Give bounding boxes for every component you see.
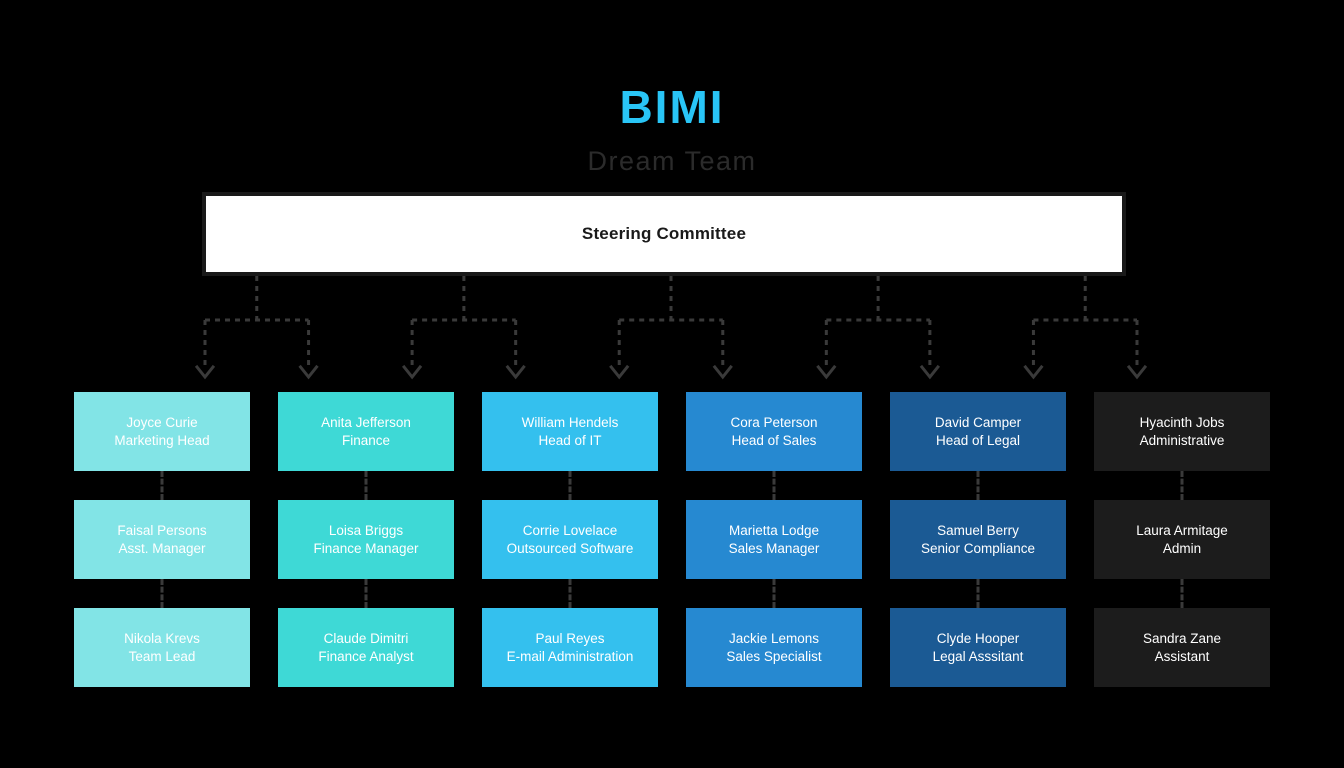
- connector-arrowhead: [298, 364, 319, 380]
- org-node-role: E-mail Administration: [506, 648, 634, 664]
- org-node-name: William Hendels: [521, 415, 619, 431]
- org-node-name: Sandra Zane: [1142, 631, 1222, 647]
- org-node-role: Head of IT: [538, 432, 602, 448]
- connector-stub: [278, 471, 454, 500]
- org-node-name: Hyacinth Jobs: [1139, 415, 1225, 431]
- org-node-name: Anita Jefferson: [321, 415, 411, 431]
- connector-stub: [482, 579, 658, 608]
- connector-stub: [74, 471, 250, 500]
- org-node-role: Admin: [1162, 540, 1202, 556]
- connector-stub: [1094, 471, 1270, 500]
- org-node-name: Corrie Lovelace: [522, 523, 618, 539]
- steering-committee-node[interactable]: Steering Committee: [206, 196, 1122, 272]
- org-node-name: Claude Dimitri: [323, 631, 409, 647]
- connector-stub: [686, 471, 862, 500]
- connector-arrowhead: [609, 364, 630, 380]
- connector-stub: [74, 579, 250, 608]
- connector-stub: [890, 579, 1066, 608]
- org-node-name: Laura Armitage: [1136, 523, 1228, 539]
- org-node-name: Cora Peterson: [730, 415, 818, 431]
- connector-arrowhead: [1126, 364, 1148, 380]
- connector-stub: [890, 471, 1066, 500]
- org-node-name: Samuel Berry: [937, 523, 1019, 539]
- page-title: BIMI: [619, 81, 725, 133]
- org-node-name: Nikola Krevs: [124, 631, 200, 647]
- steering-committee-label: Steering Committee: [581, 224, 747, 243]
- org-node-role: Assistant: [1154, 648, 1210, 664]
- org-node-name: Jackie Lemons: [728, 631, 820, 647]
- page-subtitle: Dream Team: [587, 146, 757, 176]
- connector-stub: [1094, 579, 1270, 608]
- connector-arrowhead: [1023, 364, 1044, 380]
- org-node-role: Marketing Head: [114, 432, 210, 448]
- connector-arrowhead: [712, 364, 733, 380]
- org-node-name: David Camper: [934, 415, 1022, 431]
- org-node-role: Sales Manager: [728, 540, 820, 556]
- org-node-role: Sales Specialist: [726, 648, 822, 664]
- connector-stub: [686, 579, 862, 608]
- org-node-name: Loisa Briggs: [328, 523, 404, 539]
- org-node-role: Head of Sales: [731, 432, 817, 448]
- org-node-role: Finance Manager: [313, 540, 419, 556]
- org-node-name: Paul Reyes: [535, 631, 605, 647]
- connector-arrowhead: [194, 364, 216, 380]
- org-node-name: Joyce Curie: [126, 415, 198, 431]
- org-node-role: Outsourced Software: [506, 540, 634, 556]
- connector-arrowhead: [505, 364, 526, 380]
- org-node-role: Head of Legal: [935, 432, 1021, 448]
- org-node-name: Marietta Lodge: [728, 523, 820, 539]
- connector-stub: [278, 579, 454, 608]
- connector-arrowhead: [402, 364, 423, 380]
- connector-arrowhead: [919, 364, 940, 380]
- org-node-role: Administrative: [1139, 432, 1225, 448]
- org-node-role: Senior Compliance: [920, 540, 1036, 556]
- connector-stub: [482, 471, 658, 500]
- org-node-role: Finance: [341, 432, 391, 448]
- org-node-role: Team Lead: [128, 648, 196, 664]
- org-node-role: Asst. Manager: [118, 540, 206, 556]
- steering-committee-frame: Steering Committee: [202, 192, 1126, 276]
- org-node-name: Clyde Hooper: [936, 631, 1020, 647]
- connector-arrowhead: [816, 364, 837, 380]
- org-node-name: Faisal Persons: [117, 523, 207, 539]
- org-node-role: Finance Analyst: [318, 648, 414, 664]
- org-node-role: Legal Asssitant: [932, 648, 1024, 664]
